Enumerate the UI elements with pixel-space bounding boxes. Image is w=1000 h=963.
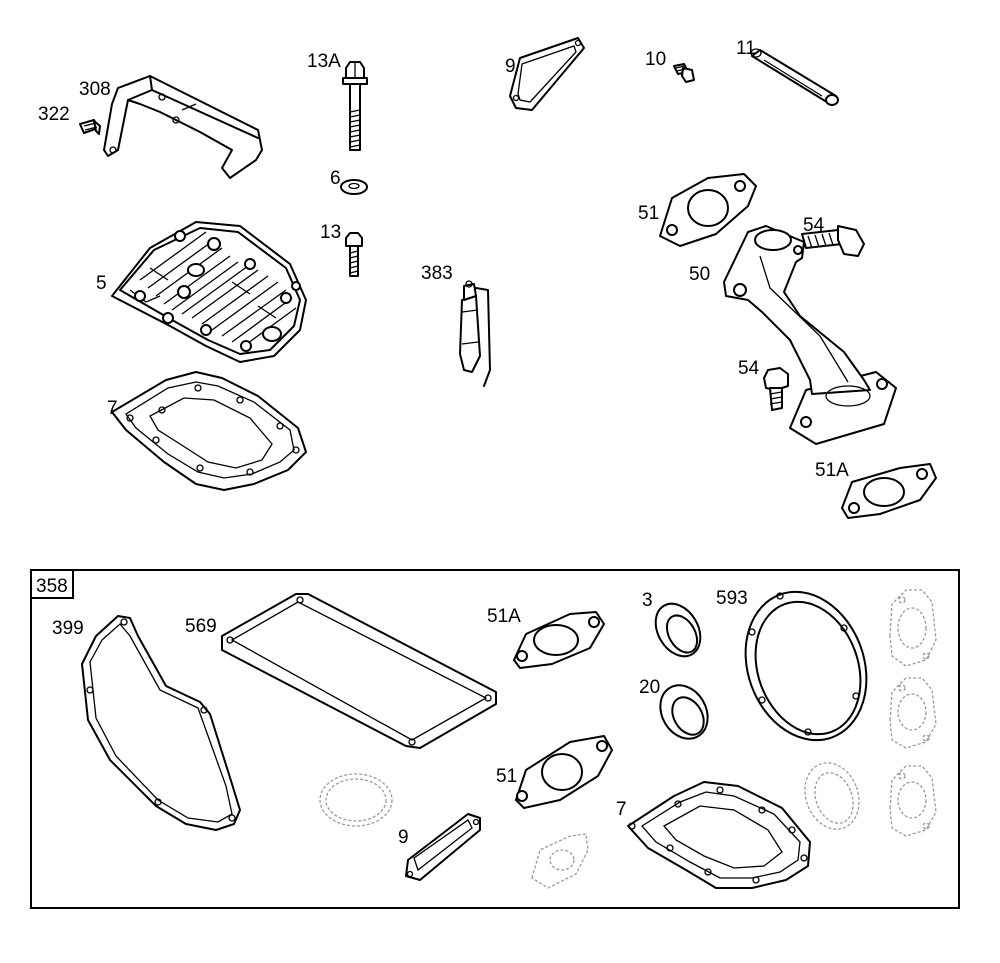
part-51-gasket-kit[interactable] (515, 735, 613, 809)
callout-51-kit: 51 (496, 766, 517, 787)
part-54-bolt-upper[interactable] (801, 225, 865, 257)
callout-11: 11 (736, 38, 756, 59)
callout-50: 50 (689, 264, 710, 285)
callout-383: 383 (421, 263, 453, 284)
part-7-head-gasket-kit[interactable] (627, 781, 811, 889)
ghost-ring-gasket (319, 773, 393, 827)
part-13A-long-bolt[interactable] (342, 61, 368, 151)
callout-308: 308 (79, 79, 111, 100)
part-13-short-bolt[interactable] (345, 232, 363, 277)
callout-labels: 322 308 13A 9 10 11 6 13 5 383 51 54 50 … (36, 38, 849, 848)
callout-13: 13 (320, 222, 341, 243)
ghost-seal-ring (804, 762, 860, 830)
callout-9-top: 9 (505, 56, 516, 77)
callout-5: 5 (96, 273, 107, 294)
callout-13A: 13A (307, 51, 341, 72)
callout-7-top: 7 (107, 398, 118, 419)
callout-54-lower: 54 (738, 358, 760, 379)
ghost-flange-gasket (531, 833, 589, 889)
gasket-kit-box (30, 569, 960, 909)
part-593-round-gasket[interactable] (726, 575, 887, 758)
callout-10: 10 (645, 49, 666, 70)
callout-51A-kit: 51A (487, 606, 521, 627)
part-6-washer[interactable] (340, 179, 368, 195)
callout-399: 399 (52, 618, 84, 639)
callout-6: 6 (330, 168, 341, 189)
callout-322: 322 (38, 104, 70, 125)
part-3-oil-seal[interactable] (647, 596, 710, 664)
callout-3: 3 (642, 590, 653, 611)
part-399-crankcase-gasket[interactable] (81, 615, 241, 831)
callout-593: 593 (716, 588, 748, 609)
part-51A-gasket-kit[interactable] (513, 611, 605, 669)
callout-569: 569 (185, 616, 217, 637)
ghost-gasket-column (889, 589, 937, 837)
part-51-exhaust-gasket[interactable] (659, 173, 757, 247)
part-569-sump-gasket[interactable] (221, 593, 497, 749)
part-10-screw[interactable] (673, 63, 695, 83)
callout-9-kit: 9 (398, 827, 409, 848)
part-50-exhaust-elbow[interactable] (723, 225, 897, 445)
callout-54-upper: 54 (803, 215, 825, 236)
callout-20: 20 (639, 677, 660, 698)
part-9-cover-gasket-kit[interactable] (405, 813, 481, 881)
part-54-bolt-lower[interactable] (763, 367, 789, 411)
part-383-ignition-part[interactable] (459, 280, 491, 387)
part-7-head-gasket[interactable] (111, 371, 307, 491)
callout-51A-top: 51A (815, 460, 849, 481)
callout-358: 358 (36, 576, 68, 597)
part-308-bracket[interactable] (103, 75, 263, 179)
part-322-screw[interactable] (79, 119, 101, 135)
part-11-tube[interactable] (750, 48, 839, 106)
callout-7-kit: 7 (616, 799, 627, 820)
callout-51-top: 51 (638, 203, 659, 224)
part-20-oil-seal[interactable] (651, 677, 717, 747)
part-9-cover-gasket[interactable] (509, 37, 585, 111)
part-5-cylinder-head[interactable] (111, 221, 307, 363)
part-51A-exhaust-gasket[interactable] (841, 463, 937, 519)
